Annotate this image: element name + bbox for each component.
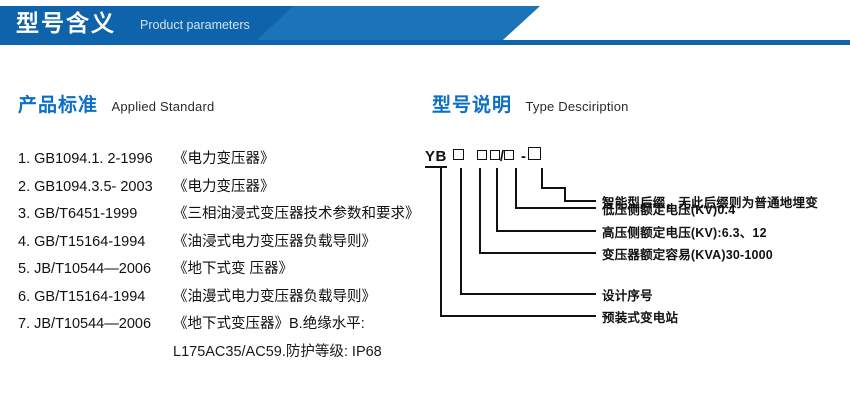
code-box-capacity-2 xyxy=(489,150,500,160)
standard-row: 2. GB1094.3.5- 2003 《电力变压器》 xyxy=(18,175,430,203)
standard-continuation-line: L175AC35/AC59.防护等级: IP68 xyxy=(173,343,382,360)
standard-code: 1. GB1094.1. 2-1996 xyxy=(18,151,153,167)
leader-horizontal-intelligent-suffix xyxy=(541,187,565,189)
leader-vertical-design-serial xyxy=(460,168,462,294)
code-separator-dash: - xyxy=(521,148,527,165)
code-box-design-serial xyxy=(452,149,464,160)
leader-stem-design-serial xyxy=(460,293,596,295)
leader-stem-prefab-substation xyxy=(440,315,596,317)
banner-underline-rule xyxy=(0,40,850,45)
standard-name: 《油漫式电力变压器负载导则》 xyxy=(173,288,376,305)
standard-name: 《电力变压器》 xyxy=(173,178,275,195)
page-header-banner: 型号含义 Product parameters xyxy=(0,0,850,52)
page-subtitle: Product parameters xyxy=(140,18,250,32)
leader-vertical-intelligent-suffix xyxy=(541,168,543,188)
callout-label-design-serial: 设计序号 xyxy=(602,289,653,303)
callout-label-lv-voltage: 低压侧额定电压(KV)0.4 xyxy=(602,203,736,217)
callout-label-rated-capacity: 变压器额定容易(KVA)30-1000 xyxy=(602,248,773,262)
standard-code: 5. JB/T10544—2006 xyxy=(18,261,152,277)
applied-standard-heading-cn: 产品标准 xyxy=(18,95,99,116)
standard-row: 4. GB/T15164-1994 《油浸式电力变压器负载导则》 xyxy=(18,230,430,258)
callout-label-intelligent-suffix: 智能型后缀，无此后缀则为普通地埋变 xyxy=(602,196,818,210)
standard-name: 《电力变压器》 xyxy=(173,151,275,167)
standard-row: 3. GB/T6451-1999 《三相油浸式变压器技术参数和要求》 xyxy=(18,202,430,230)
standard-code: 6. GB/T15164-1994 xyxy=(18,288,146,305)
leader-vertical-prefab-substation xyxy=(440,168,442,316)
type-description-heading-cn: 型号说明 xyxy=(432,95,513,116)
applied-standard-heading-en: Applied Standard xyxy=(111,99,215,114)
type-code-diagram: YB /- 智能型后缀，无此后缀则为普通地埋变 低压侧额定电压(KV)0.4 高压… xyxy=(425,140,850,350)
standard-row: 1. GB1094.1. 2-1996 《电力变压器》 xyxy=(18,147,430,175)
code-separator-slash: / xyxy=(499,148,505,165)
leader-stem-intelligent-suffix xyxy=(564,200,596,202)
standard-name: 《三相油浸式变压器技术参数和要求》 xyxy=(173,206,420,222)
code-box-hv-voltage xyxy=(504,150,515,160)
type-code-string: YB /- xyxy=(425,147,542,168)
page-title: 型号含义 xyxy=(16,10,116,36)
leader-stem-lv-voltage xyxy=(515,207,596,209)
leader-vertical-rated-capacity xyxy=(479,168,481,253)
standard-code: 4. GB/T15164-1994 xyxy=(18,233,146,250)
leader-vertical2-intelligent-suffix xyxy=(564,187,566,201)
code-box-capacity-1 xyxy=(476,150,487,160)
banner-dark-band xyxy=(0,6,293,40)
leader-vertical-hv-voltage xyxy=(496,168,498,231)
code-prefix-yb: YB xyxy=(425,148,447,168)
standard-code: 7. JB/T10544—2006 xyxy=(18,316,152,332)
standards-list: 1. GB1094.1. 2-1996《电力变压器》2. GB1094.3.5-… xyxy=(18,147,430,367)
standard-row: 5. JB/T10544—2006 《地下式变 压器》 xyxy=(18,257,430,285)
leader-stem-rated-capacity xyxy=(479,252,596,254)
standard-name: 《油浸式电力变压器负载导则》 xyxy=(173,233,376,250)
standard-row: 6. GB/T15164-1994 《油漫式电力变压器负载导则》 xyxy=(18,285,430,313)
standard-name: 《地下式变 压器》 xyxy=(173,261,294,277)
leader-vertical-lv-voltage xyxy=(515,168,517,208)
code-box-smart-suffix xyxy=(528,147,542,160)
standard-code: 3. GB/T6451-1999 xyxy=(18,206,138,222)
callout-label-prefab-substation: 预装式变电站 xyxy=(602,311,679,325)
applied-standard-heading: 产品标准 Applied Standard xyxy=(18,90,214,117)
standard-row: 7. JB/T10544—2006 《地下式变压器》B.绝缘水平: xyxy=(18,312,430,340)
standard-name: 《地下式变压器》B.绝缘水平: xyxy=(173,316,365,332)
type-description-heading-en: Type Desciription xyxy=(525,99,629,114)
standard-code: 2. GB1094.3.5- 2003 xyxy=(18,178,153,195)
leader-stem-hv-voltage xyxy=(496,230,596,232)
callout-label-hv-voltage: 高压侧额定电压(KV):6.3、12 xyxy=(602,226,767,240)
type-description-heading: 型号说明 Type Desciription xyxy=(432,90,629,117)
